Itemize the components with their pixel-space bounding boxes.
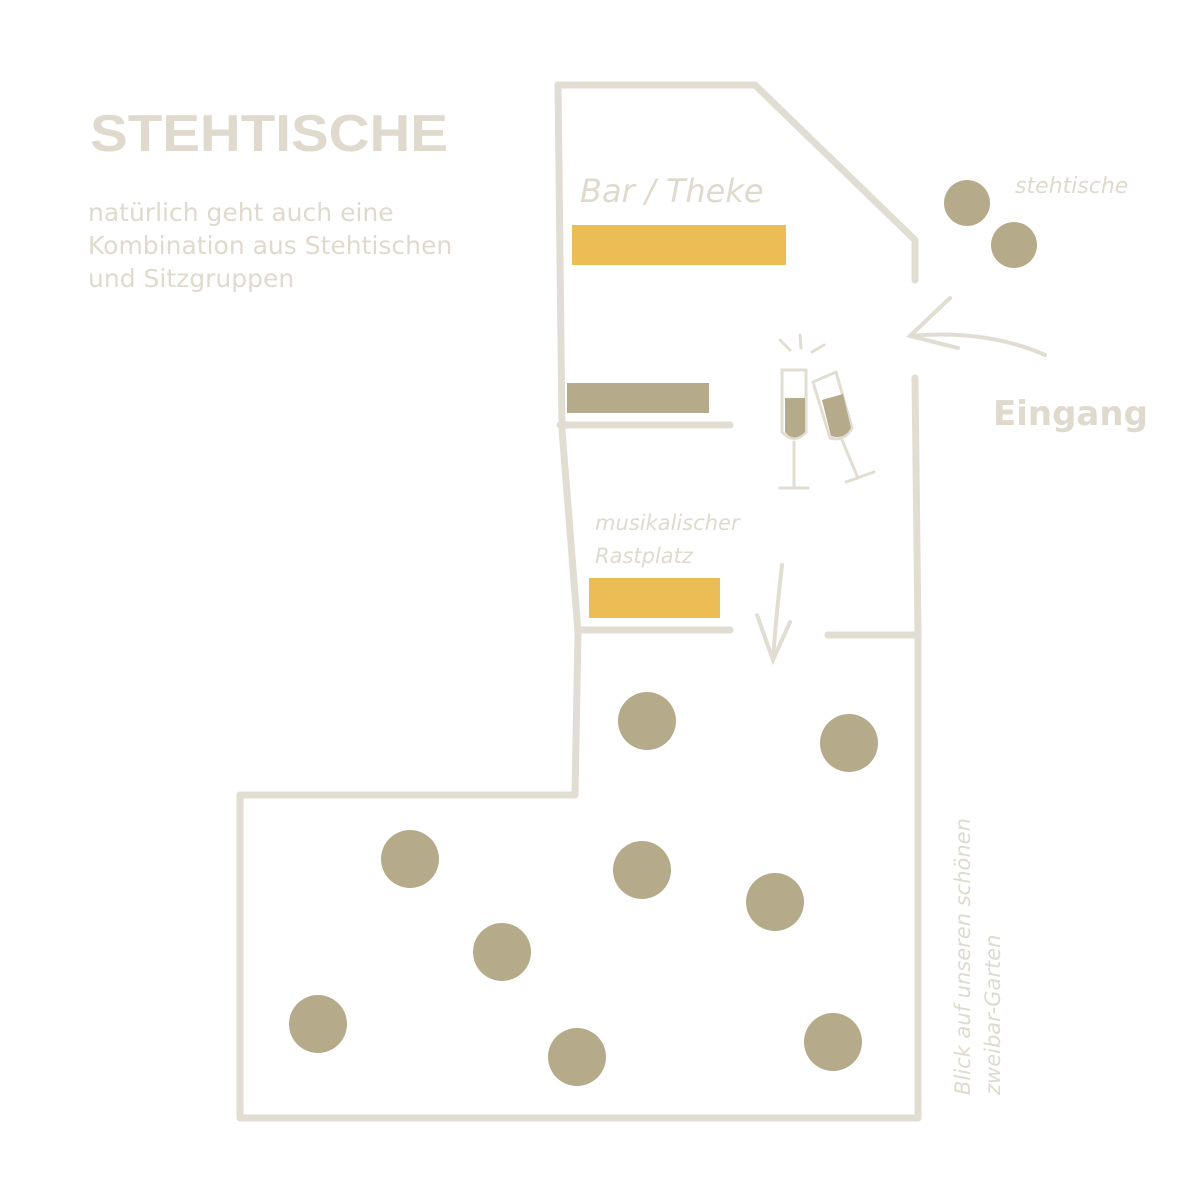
page-title: STEHTISCHE xyxy=(90,105,448,163)
table xyxy=(473,923,531,981)
table xyxy=(548,1028,606,1086)
standing-tables xyxy=(289,180,1037,1086)
table-legend-2 xyxy=(991,222,1037,268)
champagne-glasses-icon xyxy=(778,333,876,490)
table xyxy=(820,714,878,772)
table-legend-1 xyxy=(944,180,990,226)
music-label-2: Rastplatz xyxy=(595,544,694,568)
glass-fill-1 xyxy=(785,398,805,438)
music-stage xyxy=(589,578,720,618)
table xyxy=(746,873,804,931)
glass-fill-2 xyxy=(822,394,851,437)
garden-label-1: Blick auf unseren schönen xyxy=(951,818,975,1095)
side-counter xyxy=(567,383,709,413)
description-line-1: natürlich geht auch eine xyxy=(88,198,394,227)
table xyxy=(804,1013,862,1071)
table xyxy=(613,841,671,899)
description-line-2: Kombination aus Stehtischen xyxy=(88,231,452,260)
walls xyxy=(236,81,922,1122)
bar-counter xyxy=(572,225,786,265)
down-arrow-icon xyxy=(755,563,792,666)
entrance-arrow-icon xyxy=(905,296,1047,357)
garden-label-2: zweibar-Garten xyxy=(981,935,1005,1096)
music-label-1: musikalischer xyxy=(595,511,741,535)
entrance-label: Eingang xyxy=(993,394,1148,434)
bar-label: Bar / Theke xyxy=(580,172,764,210)
table xyxy=(618,692,676,750)
stehtische-label: stehtische xyxy=(1015,174,1128,199)
table xyxy=(381,830,439,888)
description-line-3: und Sitzgruppen xyxy=(88,264,294,293)
table xyxy=(289,995,347,1053)
